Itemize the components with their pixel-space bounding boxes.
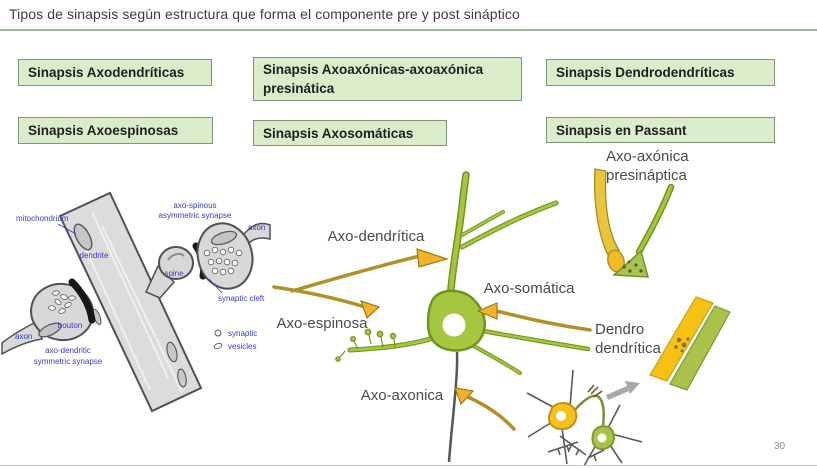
spiny-dendrite	[348, 336, 436, 352]
axo-spinous-label-2: asymmetric synapse	[159, 211, 232, 220]
box-label: Sinapsis Dendrodendríticas	[556, 65, 735, 80]
axon-neck-lower	[1, 320, 44, 356]
terminal-vesicle-dots	[622, 260, 643, 273]
synaptic-vesicles-lower	[48, 290, 76, 314]
spine-label: spine	[164, 269, 184, 278]
axo-somatica-label: Axo-somática	[484, 280, 576, 297]
legend-label-synaptic: synaptic	[228, 329, 257, 338]
axon-lower-label: axon	[15, 332, 32, 341]
axon	[447, 351, 459, 463]
mitochondrium-leader-line	[57, 223, 77, 235]
green-soma-nucleus	[597, 433, 607, 443]
mitochondrion	[210, 230, 238, 246]
bottom-divider	[0, 465, 817, 466]
spine-apparatus	[167, 252, 185, 261]
axo-axonic-presynaptic-diagram: Axo-axónica presináptica	[593, 148, 689, 278]
dendrite-band-yellow	[649, 296, 714, 382]
apical-dendrite	[447, 172, 469, 303]
dendrite-lower-right	[469, 343, 521, 374]
axo-dendritica-label: Axo-dendrítica	[328, 228, 425, 245]
box-label: Sinapsis Axosomáticas	[263, 125, 414, 141]
mitochondrion	[73, 223, 93, 251]
mitochondrion	[177, 368, 187, 388]
axon-upper-label: axon	[248, 223, 265, 232]
legend-circle-icon	[214, 329, 222, 337]
synaptic-cleft-label: synaptic cleft	[218, 294, 265, 303]
gray-dendrites	[526, 369, 643, 467]
spine-stalk	[144, 264, 176, 299]
axo-dendritic-axon	[290, 254, 422, 293]
dendrite-band-green	[669, 305, 731, 391]
axo-axonica-label: Axo-axonica	[361, 387, 444, 404]
mitochondrion	[38, 322, 62, 338]
em-synapse-diagram: mitochondrium axo-spinous asymmetric syn…	[1, 191, 271, 413]
spine-head	[158, 246, 194, 280]
box-label: Sinapsis Axodendríticas	[28, 65, 185, 80]
page-title: Tipos de sinapsis según estructura que f…	[9, 6, 520, 22]
box-sinapsis-en-passant: Sinapsis en Passant	[546, 117, 775, 143]
axo-axonica-presinaptica-label-1: Axo-axónica	[606, 148, 689, 165]
dendrite-right	[476, 328, 590, 351]
dendro-dendritica-label-1: Dendro	[595, 321, 644, 338]
axo-somatic-axon	[490, 308, 592, 332]
axo-spinous-label-1: axo-spinous	[173, 201, 216, 210]
axo-dendritic-terminal	[416, 248, 450, 268]
dendro-dendritic-diagram: Dendro dendrítica	[595, 296, 731, 391]
en-passant-contact	[587, 384, 603, 398]
dendrite-branch	[460, 201, 558, 249]
symmetric-synapse-contact	[68, 278, 96, 324]
axo-dendritic-label-1: axo-dendritic	[45, 346, 91, 355]
yellow-soma-nucleus	[556, 411, 566, 421]
box-sinapsis-axodendriticas: Sinapsis Axodendríticas	[18, 59, 212, 86]
direction-arrow	[606, 381, 640, 400]
bouton-label: bouton	[58, 321, 82, 330]
dendrite-label: dendrite	[80, 251, 109, 260]
axo-axonica-presinaptica-label-2: presináptica	[606, 167, 688, 184]
mitochondrion	[166, 341, 178, 363]
box-sinapsis-axoespinosas: Sinapsis Axoespinosas	[18, 117, 213, 144]
nucleus	[442, 313, 466, 337]
dendrite-branch	[460, 210, 505, 237]
neuron-diagram: Axo-dendrítica Axo-somática Axo-espinosa…	[272, 171, 592, 463]
axo-somatic-terminal	[476, 302, 498, 320]
box-sinapsis-dendrodendriticas: Sinapsis Dendrodendríticas	[546, 59, 775, 86]
yellow-axon	[593, 168, 620, 258]
dendrite-texture	[77, 211, 183, 393]
box-sinapsis-axosomaticas: Sinapsis Axosomáticas	[253, 120, 447, 146]
diagram-canvas: mitochondrium axo-spinous asymmetric syn…	[1, 148, 731, 467]
legend-oval-icon	[213, 342, 223, 350]
synaptic-vesicles-upper	[203, 246, 243, 276]
axo-axonic-terminal	[454, 387, 475, 406]
axo-spinous-axon	[272, 285, 367, 309]
synaptic-contact-spot	[674, 337, 690, 353]
axo-spinous-terminal	[360, 300, 381, 320]
box-sinapsis-axoaxonicas: Sinapsis Axoaxónicas-axoaxónica presinát…	[253, 57, 522, 101]
axo-espinosa-label: Axo-espinosa	[277, 315, 369, 332]
box-label: Sinapsis Axoaxónicas-axoaxónica presinát…	[263, 62, 484, 96]
vesicle-legend: synaptic vesicles	[213, 329, 257, 351]
mitochondrium-label: mitochondrium	[16, 214, 69, 223]
connecting-axon	[573, 394, 606, 427]
axo-axonic-axon	[466, 395, 516, 431]
page-number: 30	[774, 441, 786, 452]
axo-dendritic-label-2: symmetric synapse	[34, 357, 103, 366]
dendro-dendritica-label-2: dendrítica	[595, 340, 662, 357]
synaptic-cleft-leader-line	[208, 278, 223, 294]
title-underline	[0, 29, 817, 31]
dendritic-spines	[335, 328, 397, 362]
legend-label-vesicles: vesicles	[228, 342, 256, 351]
box-label: Sinapsis Axoespinosas	[28, 123, 179, 138]
green-axon	[637, 185, 673, 254]
box-label: Sinapsis en Passant	[556, 122, 687, 138]
en-passant-neurons	[526, 369, 643, 467]
